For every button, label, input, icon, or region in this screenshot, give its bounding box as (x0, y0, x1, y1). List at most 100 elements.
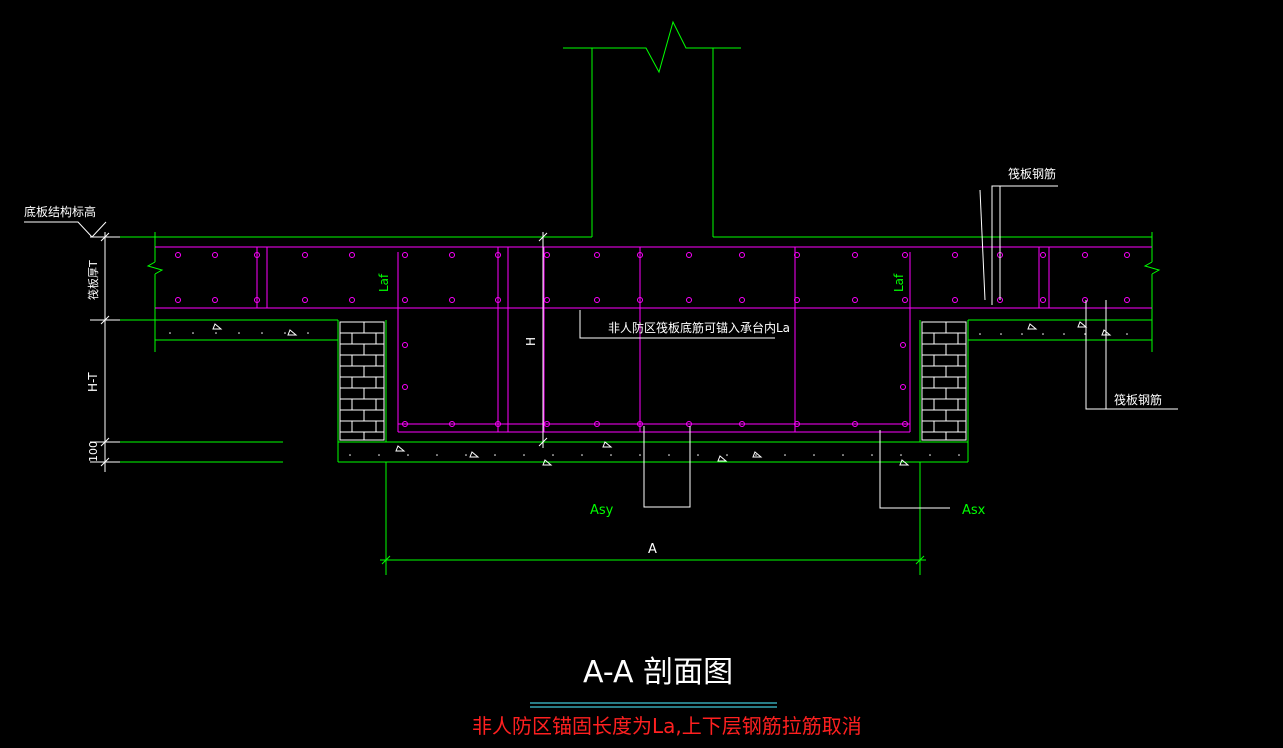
rebar-dot-side (402, 384, 408, 390)
sand-dot (697, 454, 699, 456)
rebar-dot-bottom (1124, 297, 1130, 303)
rebar-dot-top (175, 252, 181, 258)
rebar-dot-bottom (254, 297, 260, 303)
rebar-dot-cap (739, 421, 745, 427)
sand-dot (407, 454, 409, 456)
raft-rebar-top-label: 筏板钢筋 (1008, 166, 1056, 181)
raft-slab-outline (90, 232, 1161, 352)
column-outline (563, 20, 741, 237)
rebar-dot-top (902, 252, 908, 258)
sand-dot (1000, 333, 1002, 335)
rebar-dot-bottom (349, 297, 355, 303)
bottom-slab-elevation-label: 底板结构标高 (24, 204, 96, 219)
rebar-dot-top (852, 252, 858, 258)
rebar-dot-cap (686, 421, 692, 427)
sand-dot (668, 454, 670, 456)
aggregate-mark (287, 329, 298, 336)
brick-outline (339, 321, 385, 441)
rebar-dot-top (1124, 252, 1130, 258)
sand-dot (842, 454, 844, 456)
rebar-dot-top (495, 252, 501, 258)
sand-dot (755, 454, 757, 456)
rebar-dot-top (254, 252, 260, 258)
rebar-dot-cap (402, 421, 408, 427)
rebar-dot-bottom (175, 297, 181, 303)
pile-cap-outline (105, 320, 969, 463)
aggregate-mark (1027, 323, 1038, 330)
sand-dot (284, 332, 286, 334)
sand-dot (958, 454, 960, 456)
laf-left-label: Laf (377, 273, 391, 292)
rebar-dot-top (402, 252, 408, 258)
rebar-dot-bottom (902, 297, 908, 303)
aggregate-mark (542, 459, 553, 466)
sand-dot (784, 454, 786, 456)
a-dimension (380, 462, 926, 575)
sand-dot (465, 454, 467, 456)
brick-outline (921, 321, 967, 441)
rebar-dot-bottom (637, 297, 643, 303)
height-h-label: H (524, 337, 538, 346)
sand-dot (639, 454, 641, 456)
sand-dot (215, 332, 217, 334)
sand-dot (813, 454, 815, 456)
sand-dot (581, 454, 583, 456)
non-civil-defense-note: 非人防区筏板底筋可锚入承台内La (608, 320, 790, 335)
left-dimensions (24, 221, 120, 472)
sand-dot (900, 454, 902, 456)
aggregate-mark (1077, 321, 1088, 328)
sand-dot (1084, 333, 1086, 335)
sand-dot (1042, 333, 1044, 335)
rebar-dot-top (212, 252, 218, 258)
rebar-dot-cap (594, 421, 600, 427)
rebar-dot-bottom (1040, 297, 1046, 303)
rebar-dot-cap (495, 421, 501, 427)
asx-label: Asx (962, 503, 986, 518)
rebar-dot-bottom (544, 297, 550, 303)
rebar-dot-top (594, 252, 600, 258)
rebar-dot-top (1040, 252, 1046, 258)
h-minus-t-label: H-T (86, 372, 100, 392)
sand-dot (238, 332, 240, 334)
rebar-dot-side (900, 384, 906, 390)
leader-lines (579, 185, 1178, 509)
raft-rebar-right-label: 筏板钢筋 (1114, 392, 1162, 407)
rebar-dot-cap (794, 421, 800, 427)
aggregate-mark (212, 323, 223, 330)
rebar-dot-top (302, 252, 308, 258)
raft-thickness-label: 筏板厚T (86, 260, 100, 300)
brick-wall-left (339, 321, 385, 441)
brick-wall-right (921, 321, 967, 441)
sand-dot (1063, 333, 1065, 335)
rebar-dot-bottom (302, 297, 308, 303)
sand-dot (307, 332, 309, 334)
laf-right-label: Laf (892, 273, 906, 292)
width-a-label: A (648, 542, 657, 557)
cushion-hatch (169, 321, 1128, 466)
aggregate-mark (602, 441, 613, 448)
aggregate-mark (717, 455, 728, 462)
rebar-dot-top (637, 252, 643, 258)
rebar-dot-bottom (495, 297, 501, 303)
rebar-dot-bottom (739, 297, 745, 303)
sand-dot (871, 454, 873, 456)
rebar-dot-top (349, 252, 355, 258)
rebar-dot-top (1082, 252, 1088, 258)
aggregate-mark (752, 451, 763, 458)
rebar-dot-cap (449, 421, 455, 427)
rebar-dot-top (739, 252, 745, 258)
rebar-dot-bottom (852, 297, 858, 303)
asy-label: Asy (590, 503, 614, 518)
rebar-dot-bottom (402, 297, 408, 303)
rebar-dot-bottom (952, 297, 958, 303)
rebar-dot-top (449, 252, 455, 258)
sand-dot (494, 454, 496, 456)
sand-dot (979, 333, 981, 335)
aggregate-mark (395, 445, 406, 452)
rebar-dot-side (402, 342, 408, 348)
rebar-dot-cap (637, 421, 643, 427)
section-title: A-A 剖面图 (583, 655, 733, 690)
cushion-100-label: 100 (87, 441, 100, 462)
rebar-dot-bottom (212, 297, 218, 303)
